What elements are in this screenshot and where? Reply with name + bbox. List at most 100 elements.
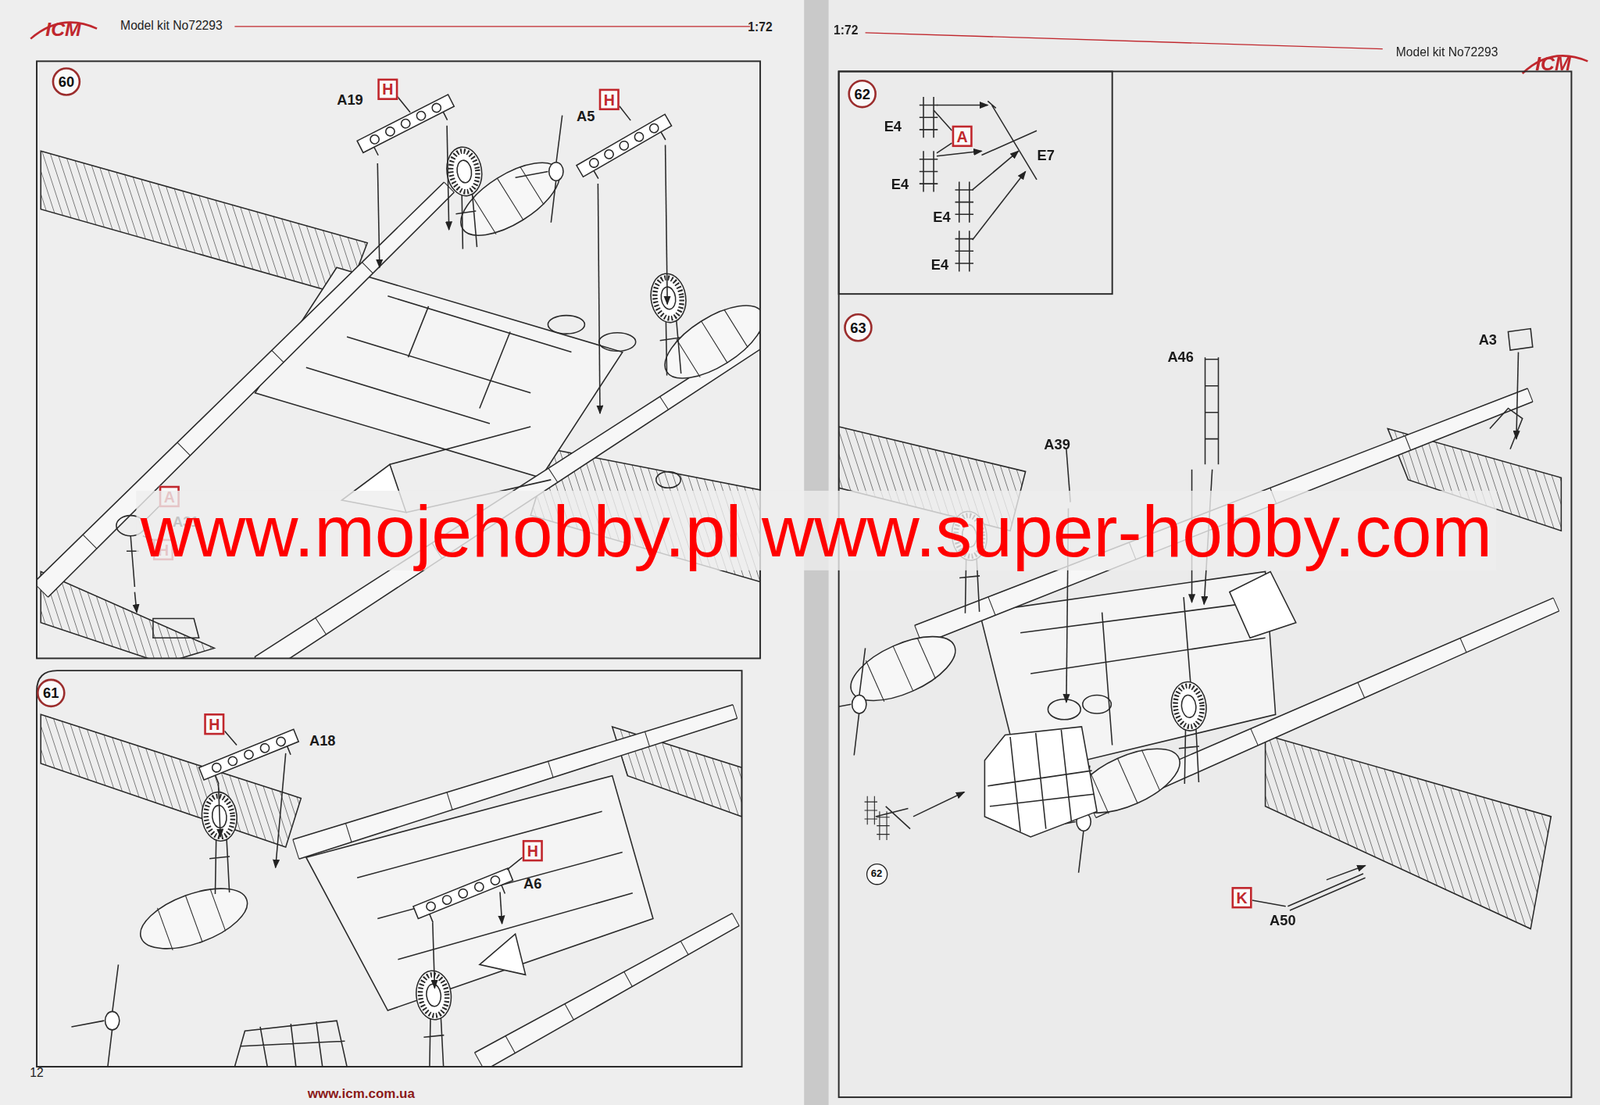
assembly-drawing — [33, 60, 1572, 1097]
step-63-drawing — [984, 726, 1097, 837]
step-60-drawing — [547, 315, 585, 335]
paint-code-box: H — [599, 88, 620, 110]
node-text: K — [1235, 889, 1247, 905]
node-text: 61 — [42, 685, 59, 700]
step-63-drawing — [1082, 694, 1112, 714]
part-number: A18 — [309, 732, 336, 749]
part-number: A50 — [1269, 912, 1297, 929]
step-63-drawing — [1507, 328, 1533, 350]
web-address: www.icm.com.ua — [307, 1086, 415, 1102]
watermark: www.mojehobby.pl www.super-hobby.com — [135, 490, 1497, 571]
scale-mark: 1:72 — [747, 21, 772, 35]
part-number: E4 — [932, 209, 950, 225]
part-number: A46 — [1167, 349, 1194, 365]
part-number: E7 — [1037, 148, 1055, 165]
step-61-drawing — [500, 892, 503, 924]
step-61-drawing — [132, 875, 255, 961]
header-rule — [865, 32, 1383, 50]
step-61-drawing — [199, 728, 303, 789]
step-63-drawing — [987, 729, 1094, 833]
page-number: 12 — [29, 1066, 43, 1080]
step-63-drawing — [864, 796, 878, 825]
step-62-drawing — [919, 150, 939, 192]
part-number: A3 — [1478, 332, 1497, 348]
step-60-drawing — [134, 592, 137, 613]
header-rule — [234, 25, 750, 27]
step-60-drawing — [443, 144, 493, 250]
step-62-drawing — [936, 104, 988, 107]
step-63-drawing — [913, 792, 965, 817]
step-60-drawing — [153, 618, 200, 639]
step-61-drawing — [224, 730, 522, 870]
step-61-drawing — [292, 701, 739, 859]
step-62-drawing — [919, 96, 939, 138]
step-60-drawing — [142, 96, 631, 541]
step-60-drawing — [665, 144, 668, 304]
step-frame — [839, 71, 1572, 1097]
step-number: 61 — [36, 678, 66, 708]
step-61-drawing — [71, 964, 119, 1067]
step-62-drawing — [933, 110, 953, 154]
paint-code-box: H — [377, 78, 398, 100]
step-63-drawing — [818, 647, 867, 755]
step-62-drawing — [972, 171, 1026, 240]
step-60-drawing — [255, 267, 623, 478]
brand-logo: ICM — [1535, 53, 1571, 75]
step-63-drawing — [1252, 900, 1286, 907]
step-61-drawing — [413, 867, 517, 928]
step-61-drawing — [306, 775, 654, 1011]
step-61-drawing — [475, 910, 742, 1067]
kit-number: Model kit No72293 — [1396, 46, 1499, 60]
part-number: A19 — [336, 92, 364, 108]
step-60-drawing — [377, 163, 380, 268]
step-61-drawing — [432, 922, 436, 989]
step-frame — [36, 670, 743, 1067]
step-63-drawing — [1020, 596, 1265, 745]
step-63-drawing — [1229, 571, 1297, 638]
step-number: 62 — [865, 862, 887, 884]
step-63-drawing — [1205, 357, 1219, 465]
step-62-drawing — [919, 96, 1037, 272]
paint-code-box: A — [952, 125, 973, 147]
node-text: 63 — [850, 320, 866, 335]
node-text: H — [603, 91, 615, 108]
node-text: H — [208, 715, 220, 732]
step-60-drawing — [357, 94, 458, 161]
step-63-drawing — [1047, 699, 1081, 720]
step-63-drawing — [818, 328, 1562, 929]
step-60-drawing — [656, 471, 681, 488]
part-number: E4 — [891, 176, 909, 193]
part-number: A5 — [576, 108, 595, 125]
step-60-drawing — [515, 115, 564, 223]
step-63-drawing — [1265, 734, 1552, 929]
paint-code-box: K — [1231, 885, 1252, 908]
step-60-drawing — [599, 332, 636, 352]
step-62-drawing — [981, 100, 1037, 180]
step-63-drawing — [1516, 352, 1519, 440]
step-60-drawing — [597, 183, 600, 414]
step-number: 63 — [843, 313, 873, 343]
step-61-drawing — [275, 753, 286, 868]
step-60-drawing — [40, 150, 368, 296]
step-61-drawing — [234, 1020, 347, 1067]
part-number: A6 — [523, 875, 542, 892]
step-60-drawing — [647, 271, 697, 376]
step-frame — [839, 71, 1113, 294]
step-62-drawing — [936, 150, 982, 157]
step-61-drawing — [357, 810, 633, 959]
kit-number: Model kit No72293 — [120, 19, 223, 33]
scale-mark: 1:72 — [833, 24, 858, 38]
step-63-drawing — [875, 806, 911, 829]
part-number: A39 — [1043, 436, 1071, 453]
step-62-drawing — [955, 230, 975, 272]
step-60-drawing — [446, 125, 450, 230]
step-63-drawing — [1168, 679, 1215, 784]
step-63-drawing — [1326, 865, 1366, 880]
node-text: 62 — [853, 86, 870, 101]
node-text: H — [527, 842, 539, 858]
step-61-drawing — [414, 968, 460, 1067]
part-number: E4 — [884, 118, 902, 135]
step-60-drawing — [40, 571, 215, 658]
step-60-drawing — [306, 296, 572, 424]
